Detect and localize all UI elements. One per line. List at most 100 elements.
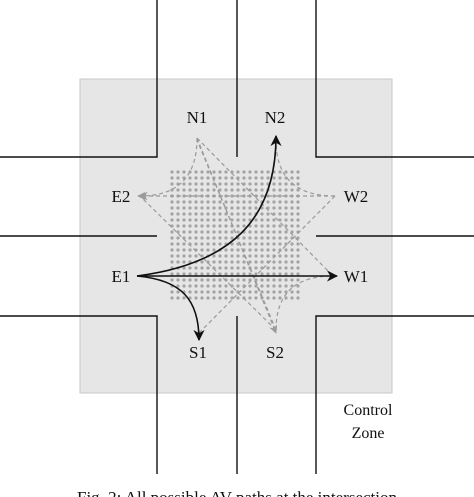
grid-dot xyxy=(284,200,288,204)
grid-dot xyxy=(290,206,294,210)
grid-dot xyxy=(272,218,276,222)
grid-dot xyxy=(200,242,204,246)
grid-dot xyxy=(200,218,204,222)
grid-dot xyxy=(200,236,204,240)
label-n2: N2 xyxy=(265,108,286,127)
grid-dot xyxy=(188,224,192,228)
road-top-right-corner xyxy=(315,0,474,158)
grid-dot xyxy=(230,236,234,240)
grid-dot xyxy=(284,278,288,282)
grid-dot xyxy=(212,200,216,204)
grid-dot xyxy=(170,206,174,210)
grid-dot xyxy=(206,182,210,186)
grid-dot xyxy=(212,296,216,300)
grid-dot xyxy=(272,278,276,282)
grid-dot xyxy=(248,230,252,234)
grid-dot xyxy=(284,182,288,186)
grid-dot xyxy=(188,188,192,192)
grid-dot xyxy=(176,212,180,216)
grid-dot xyxy=(266,200,270,204)
grid-dot xyxy=(236,242,240,246)
grid-dot xyxy=(194,284,198,288)
grid-dot xyxy=(200,206,204,210)
grid-dot xyxy=(182,206,186,210)
grid-dot xyxy=(182,296,186,300)
grid-dot xyxy=(254,170,258,174)
grid-dot xyxy=(296,254,300,258)
grid-dot xyxy=(296,188,300,192)
grid-dot xyxy=(200,170,204,174)
grid-dot xyxy=(236,224,240,228)
grid-dot xyxy=(278,278,282,282)
grid-dot xyxy=(266,218,270,222)
grid-dot xyxy=(272,290,276,294)
grid-dot xyxy=(296,212,300,216)
grid-dot xyxy=(230,182,234,186)
grid-dot xyxy=(266,296,270,300)
grid-dot xyxy=(248,200,252,204)
grid-dot xyxy=(254,272,258,276)
grid-dot xyxy=(236,200,240,204)
grid-dot xyxy=(212,260,216,264)
path-n1-to-s2 xyxy=(196,137,278,334)
grid-dot xyxy=(284,254,288,258)
grid-dot xyxy=(188,236,192,240)
label-e1: E1 xyxy=(112,267,131,286)
grid-dot xyxy=(182,260,186,264)
control-zone-label-line1: Control xyxy=(344,402,393,419)
grid-dot xyxy=(242,224,246,228)
grid-dot xyxy=(188,290,192,294)
grid-dot xyxy=(206,212,210,216)
grid-dot xyxy=(296,236,300,240)
grid-dot xyxy=(212,242,216,246)
grid-dot xyxy=(296,290,300,294)
grid-dot xyxy=(284,176,288,180)
grid-dot xyxy=(236,260,240,264)
grid-dot xyxy=(242,212,246,216)
grid-dot xyxy=(224,296,228,300)
grid-dot xyxy=(236,266,240,270)
grid-dot xyxy=(188,230,192,234)
grid-dot xyxy=(272,242,276,246)
grid-dot xyxy=(242,236,246,240)
grid-dot xyxy=(230,188,234,192)
grid-dot xyxy=(224,284,228,288)
grid-dot xyxy=(182,242,186,246)
grid-dot xyxy=(212,206,216,210)
grid-dot xyxy=(176,272,180,276)
grid-dot xyxy=(206,290,210,294)
grid-dot xyxy=(272,230,276,234)
grid-dot xyxy=(266,170,270,174)
grid-dot xyxy=(224,290,228,294)
grid-dot xyxy=(224,236,228,240)
grid-dot xyxy=(266,248,270,252)
path-n1-to-w1 xyxy=(196,137,334,277)
grid-dot xyxy=(218,176,222,180)
grid-dot xyxy=(254,290,258,294)
grid-dot xyxy=(236,206,240,210)
grid-dot xyxy=(182,254,186,258)
grid-dot xyxy=(230,212,234,216)
grid-dot xyxy=(272,236,276,240)
grid-dot xyxy=(278,242,282,246)
grid-dot xyxy=(296,206,300,210)
grid-dot xyxy=(188,284,192,288)
grid-dot xyxy=(296,278,300,282)
grid-dot xyxy=(230,176,234,180)
grid-dot xyxy=(224,176,228,180)
grid-dot xyxy=(260,170,264,174)
grid-dot xyxy=(230,248,234,252)
grid-dot xyxy=(206,230,210,234)
grid-dot xyxy=(254,176,258,180)
grid-dot xyxy=(248,170,252,174)
grid-dot xyxy=(290,188,294,192)
grid-dot xyxy=(248,212,252,216)
grid-dot xyxy=(278,194,282,198)
grid-dot xyxy=(290,284,294,288)
grid-dot xyxy=(272,284,276,288)
grid-dot xyxy=(218,290,222,294)
grid-dot xyxy=(188,200,192,204)
grid-dot xyxy=(206,248,210,252)
grid-dot xyxy=(230,266,234,270)
grid-dot xyxy=(254,182,258,186)
